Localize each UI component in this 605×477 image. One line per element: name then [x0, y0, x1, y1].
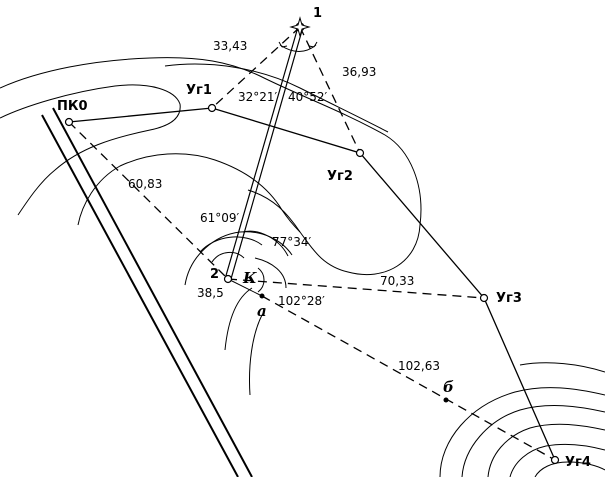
arc-2-k: [257, 267, 265, 293]
angle-61: 61°09′: [200, 211, 240, 225]
label-point-k: К: [242, 269, 257, 287]
station-1-marker: [289, 16, 311, 38]
dist-1-ug2: 36,93: [342, 65, 376, 79]
point-ug3: [479, 293, 489, 303]
label-point-a: а: [257, 302, 267, 320]
contour-around-2-a: [184, 231, 293, 286]
line-1-ug1: [211, 26, 301, 109]
dist-2-ug3: 70,33: [380, 274, 414, 288]
point-b: [443, 397, 449, 403]
distance-labels: 33,43 36,93 60,83 70,33 38,5 102,63: [128, 39, 440, 373]
contour-ug4-1: [439, 387, 605, 477]
angle-right-1: 40°52′: [288, 90, 328, 104]
contour-inner-top: [0, 84, 181, 216]
label-ug4: Уг4: [565, 455, 591, 470]
point-labels: 1 ПК0 Уг1 Уг2 Уг3 Уг4 2 К а б: [57, 6, 591, 470]
arc-2-inner: [211, 252, 245, 263]
points: [64, 16, 560, 465]
label-station-2: 2: [210, 267, 219, 282]
arc-77: [242, 230, 289, 257]
point-a: [259, 293, 265, 299]
contour-around-2-c: [249, 314, 263, 396]
road-edge-right: [52, 107, 253, 477]
line-2-ug3: [227, 278, 485, 299]
label-pk0: ПК0: [57, 99, 88, 114]
line-2-a: [227, 278, 263, 297]
dist-a-ug4: 102,63: [398, 359, 440, 373]
point-pk0: [64, 117, 74, 127]
angle-102: 102°28′: [278, 294, 325, 308]
contour-ug4-6: [519, 362, 605, 373]
measurement-lines: [68, 26, 556, 461]
contour-ridge-top: [164, 63, 389, 133]
line-pk0-2: [68, 121, 229, 280]
dist-pk0-2: 60,83: [128, 177, 162, 191]
arc-61: [199, 236, 263, 253]
angle-left-1: 32°21′: [238, 90, 278, 104]
angle-labels: 32°21′ 40°52′ 61°09′ 77°34′ 102°28′: [200, 90, 328, 308]
line-a-ug4: [261, 295, 556, 461]
road: [41, 107, 253, 477]
point-ug2: [355, 148, 365, 158]
contour-valley: [77, 153, 301, 233]
point-2: [223, 274, 233, 284]
dist-1-ug1: 33,43: [213, 39, 247, 53]
line-1-ug2: [299, 26, 361, 154]
station-1-star-icon: [289, 16, 311, 38]
label-ug1: Уг1: [186, 83, 212, 98]
label-point-b: б: [443, 378, 454, 396]
angle-77: 77°34′: [272, 235, 312, 249]
contour-ug4-3: [487, 423, 605, 477]
label-ug2: Уг2: [327, 169, 353, 184]
label-station-1: 1: [313, 6, 322, 21]
contour-around-2-b: [224, 287, 253, 351]
arc-102: [254, 257, 287, 289]
contour-outer: [0, 57, 422, 276]
dist-2-k: 38,5: [197, 286, 224, 300]
contour-ug4-5: [534, 461, 605, 477]
contour-ug4-2: [461, 405, 605, 477]
arc-station-1-arrow-l: [278, 41, 288, 48]
point-ug1: [207, 103, 217, 113]
arc-station-1-arrow-r: [308, 41, 318, 48]
contour-ug4-4: [509, 443, 605, 477]
road-edge-left: [41, 114, 239, 477]
angle-arcs: [199, 41, 318, 293]
label-ug3: Уг3: [496, 291, 522, 306]
contour-lines: [0, 57, 605, 477]
point-ug4: [550, 455, 560, 465]
